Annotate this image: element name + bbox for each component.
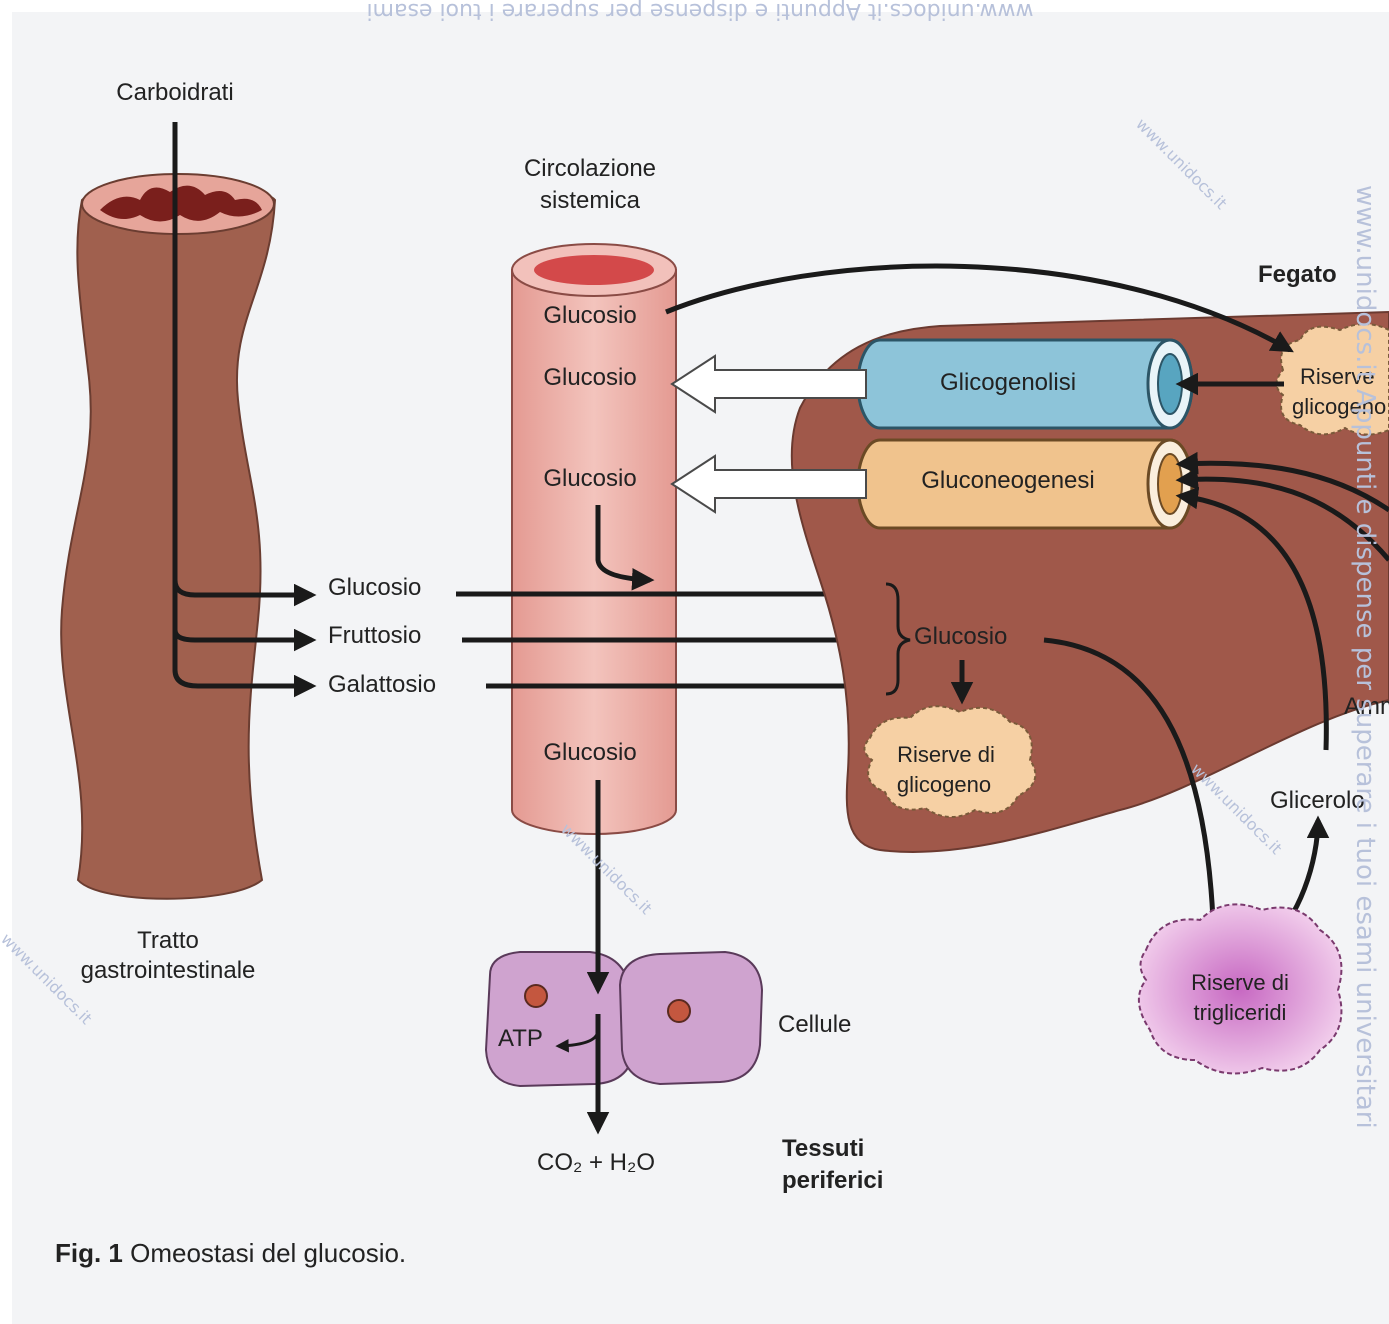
glycogenolysis-tube: Glicogenolisi <box>858 340 1192 428</box>
atp-label: ATP <box>498 1025 543 1052</box>
glycogen-reserve-lower-line2: glicogeno <box>897 772 991 797</box>
tissue-label-line1: Tessuti <box>782 1135 864 1162</box>
gluconeogenesis-label: Gluconeogenesi <box>921 467 1094 494</box>
cell-left <box>486 952 635 1086</box>
side-watermark: www.unidocs.it Appunti e dispense per su… <box>1350 185 1380 1129</box>
caption-prefix: Fig. 1 <box>55 1238 123 1268</box>
output-fructose: Fruttosio <box>328 622 421 649</box>
output-galactose: Galattosio <box>328 671 436 698</box>
svg-text:www.unidocs.it Appunti e dis: www.unidocs.it Appunti e dispense per su… <box>366 0 1033 23</box>
glycogen-reserve-lower-line1: Riserve di <box>897 742 995 767</box>
vessel-glucose-4: Glucosio <box>543 739 636 766</box>
cell-right <box>620 952 762 1084</box>
gi-tract-body <box>61 185 275 899</box>
gi-tract: Carboidrati Tratto gastrointestinale <box>61 79 275 984</box>
cells-label: Cellule <box>778 1011 851 1038</box>
liver-glucose-label: Glucosio <box>914 623 1007 650</box>
products-label: CO₂ + H₂O <box>537 1149 655 1176</box>
gi-tract-name-line1: Tratto <box>137 927 199 954</box>
caption-text: Omeostasi del glucosio. <box>123 1238 406 1268</box>
carbohydrates-label: Carboidrati <box>116 79 233 106</box>
vessel-lumen <box>534 255 654 285</box>
circulation-title-line2: sistemica <box>540 187 641 214</box>
liver-name: Fegato <box>1258 261 1337 288</box>
cell-right-nucleus <box>668 1000 690 1022</box>
vessel-glucose-2: Glucosio <box>543 364 636 391</box>
figure-caption: Fig. 1 Omeostasi del glucosio. <box>55 1238 406 1268</box>
circulation-title-line1: Circolazione <box>524 155 656 182</box>
vessel-glucose-1: Glucosio <box>543 302 636 329</box>
vessel-glucose-3: Glucosio <box>543 465 636 492</box>
glycogenolysis-label: Glicogenolisi <box>940 369 1076 396</box>
cell-left-nucleus <box>525 985 547 1007</box>
triglyceride-line1: Riserve di <box>1191 970 1289 995</box>
tissue-label-line2: periferici <box>782 1167 883 1194</box>
triglyceride-line2: trigliceridi <box>1194 1000 1287 1025</box>
triglyceride-reserve: Riserve di trigliceridi <box>1139 904 1342 1073</box>
gluconeogenesis-tube: Gluconeogenesi <box>858 440 1192 528</box>
systemic-circulation: Circolazione sistemica Glucosio Glucosio… <box>512 155 676 834</box>
output-glucose: Glucosio <box>328 574 421 601</box>
gi-tract-name-line2: gastrointestinale <box>81 957 256 984</box>
top-watermark: www.unidocs.it Appunti e dispense per su… <box>366 0 1033 23</box>
